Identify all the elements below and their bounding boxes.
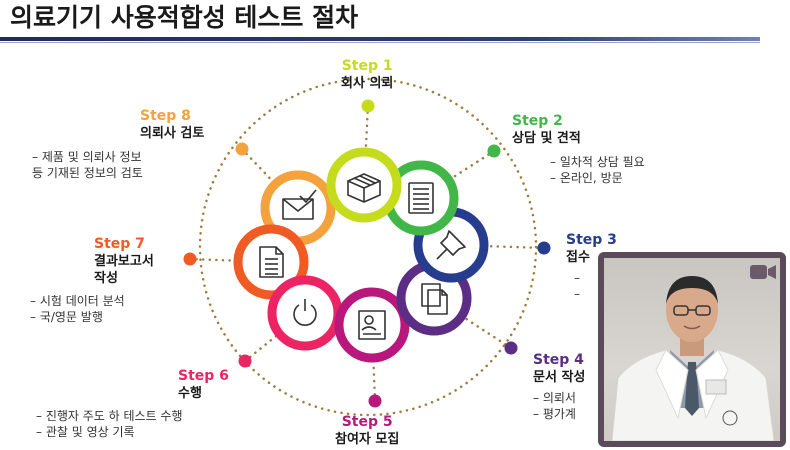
step-1-dot xyxy=(361,99,375,113)
video-camera-icon[interactable] xyxy=(750,264,776,284)
tie xyxy=(685,362,699,416)
step-5-ring xyxy=(334,287,410,363)
spoke-8 xyxy=(240,147,300,210)
step-6-text: Step 6 수행 – 진행자 주도 하 테스트 수행 – 관찰 및 영상 기록 xyxy=(36,368,229,440)
step-8-text: Step 8 의뢰사 검토 – 제품 및 의뢰사 정보 등 기재된 정보의 검토 xyxy=(32,108,204,181)
step-3-bullet-1: – xyxy=(574,271,580,285)
step-2-label: Step 2 xyxy=(512,113,563,129)
outer-dotted-ring xyxy=(198,77,538,417)
ring-stroke-1 xyxy=(326,147,402,223)
spoke-4 xyxy=(432,296,513,350)
step-6-label: Step 6 xyxy=(178,368,229,384)
step-7-text: Step 7 결과보고서 작성 – 시험 데이터 분석 – 국/영문 발행 xyxy=(30,236,154,325)
step-4-bullet-1: – 의뢰서 xyxy=(533,391,576,405)
step-3-bullets: – – xyxy=(574,270,617,302)
ring-fill-5 xyxy=(335,288,409,362)
step-8-bullets: – 제품 및 의뢰사 정보 등 기재된 정보의 검토 xyxy=(32,149,204,181)
step-4-name: 문서 작성 xyxy=(533,370,586,385)
name-badge xyxy=(705,379,727,395)
step-2-name: 상담 및 견적 xyxy=(512,131,581,146)
step-6-name: 수행 xyxy=(178,386,202,401)
step-1-label: Step 1 xyxy=(341,58,393,74)
step-1-ring xyxy=(326,147,402,223)
step-6-dot xyxy=(238,354,252,368)
step-2-bullets: – 일차적 상담 필요 – 온라인, 방문 xyxy=(550,154,645,186)
step-2-text: Step 2 상담 및 견적 – 일차적 상담 필요 – 온라인, 방문 xyxy=(512,113,645,186)
step-8-bullet-2: 등 기재된 정보의 검토 xyxy=(32,166,143,180)
spoke-3 xyxy=(449,243,546,250)
step-3-label: Step 3 xyxy=(566,232,617,248)
step-5-dot xyxy=(368,394,382,408)
ring-stroke-7 xyxy=(233,224,309,300)
step-2-bullet-2: – 온라인, 방문 xyxy=(550,171,623,185)
document-lines-icon xyxy=(408,182,434,214)
id-profile-icon xyxy=(358,310,386,340)
presenter-video-frame xyxy=(604,258,780,442)
copy-documents-icon xyxy=(421,283,448,315)
step-6-ring xyxy=(267,275,343,351)
slide-title: 의료기기 사용적합성 테스트 절차 xyxy=(10,3,359,32)
step-6-bullet-2: – 관찰 및 영상 기록 xyxy=(36,425,135,439)
step-8-name: 의뢰사 검토 xyxy=(140,126,205,141)
ring-fill-6 xyxy=(268,276,342,350)
step-7-bullet-1: – 시험 데이터 분석 xyxy=(30,294,125,308)
spoke-7 xyxy=(188,257,273,264)
presenter-video xyxy=(598,252,786,447)
step-2-bullet-1: – 일차적 상담 필요 xyxy=(550,155,645,169)
mouth xyxy=(683,325,701,330)
step-3-name: 접수 xyxy=(566,250,590,265)
step-6-bullets: – 진행자 주도 하 테스트 수행 – 관찰 및 영상 기록 xyxy=(36,408,229,440)
step-4-text: Step 4 문서 작성 – 의뢰서 – 평가계 xyxy=(533,352,585,422)
presenter-figure xyxy=(611,276,775,442)
title-divider xyxy=(0,37,760,41)
step-1-text: Step 1 회사 의뢰 xyxy=(341,58,393,92)
step-4-bullet-2: – 평가계 xyxy=(533,407,576,421)
spoke-5 xyxy=(370,323,377,403)
step-2-dot xyxy=(487,144,501,158)
spoke-6 xyxy=(243,311,307,363)
step-5-label: Step 5 xyxy=(341,414,393,430)
ring-fill-1 xyxy=(327,148,401,222)
step-7-bullets: – 시험 데이터 분석 – 국/영문 발행 xyxy=(30,293,154,325)
step-4-label: Step 4 xyxy=(533,352,584,368)
pushpin-icon xyxy=(436,230,466,260)
step-1-name: 회사 의뢰 xyxy=(341,76,394,91)
step-7-label: Step 7 xyxy=(94,236,145,252)
envelope-check-icon xyxy=(282,189,317,220)
step-5-name: 참여자 모집 xyxy=(335,432,400,447)
step-3-bullet-2: – xyxy=(574,287,580,301)
report-document-icon xyxy=(259,246,284,278)
step-rings xyxy=(233,147,489,363)
hair xyxy=(666,276,718,304)
step-8-dot xyxy=(235,142,249,156)
step-7-bullet-2: – 국/영문 발행 xyxy=(30,310,103,324)
ring-fill-2 xyxy=(384,161,458,235)
step-3-dot xyxy=(537,241,551,255)
step-7-name: 결과보고서 작성 xyxy=(94,254,154,286)
ring-dots xyxy=(183,99,551,408)
box-icon xyxy=(347,173,381,203)
step-4-bullets: – 의뢰서 – 평가계 xyxy=(533,390,585,422)
lapel-left xyxy=(655,349,689,420)
step-7-dot xyxy=(183,252,197,266)
power-icon xyxy=(293,299,317,326)
coat-emblem xyxy=(722,410,738,426)
step-6-bullet-1: – 진행자 주도 하 테스트 수행 xyxy=(36,409,183,423)
step-3-text: Step 3 접수 – – xyxy=(566,232,617,302)
ring-stroke-5 xyxy=(334,287,410,363)
step-5-text: Step 5 참여자 모집 xyxy=(335,414,399,448)
step-8-bullet-1: – 제품 및 의뢰사 정보 xyxy=(32,150,142,164)
title-divider-thin xyxy=(0,42,760,43)
step-4-dot xyxy=(504,341,518,355)
step-8-label: Step 8 xyxy=(140,108,191,124)
